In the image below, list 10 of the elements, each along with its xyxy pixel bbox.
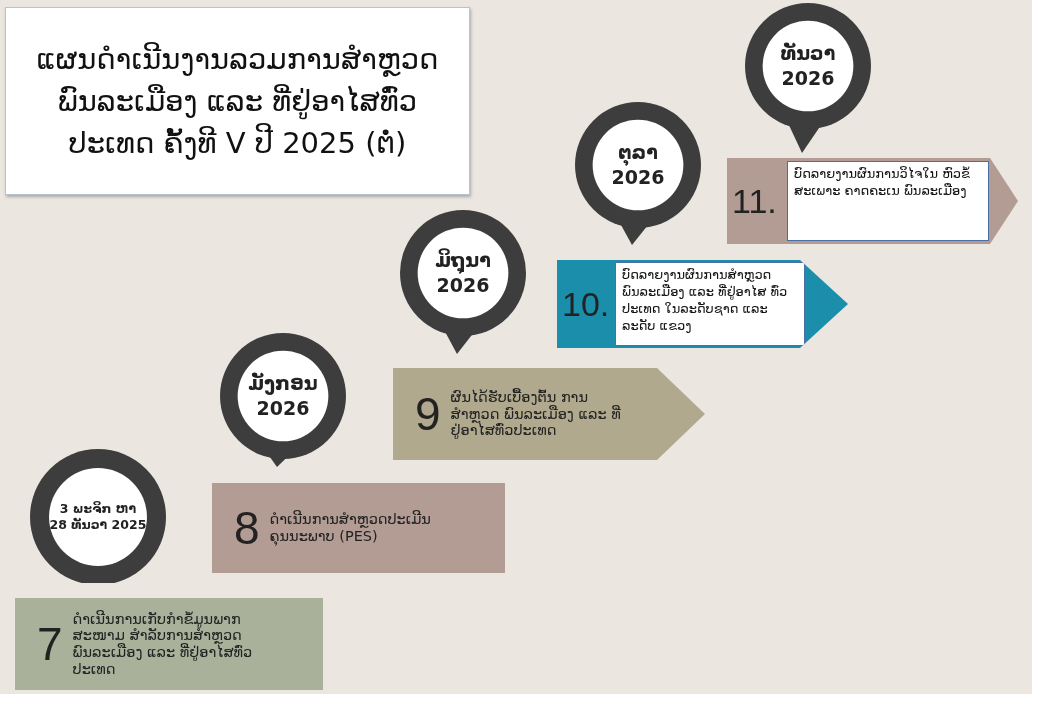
date-label: 3 ພະຈິກ ຫາ 28 ທັນວາ 2025 (49, 499, 147, 534)
step-description: ດຳເນີນການເກັບກຳຂໍ້ມູນພາກ ສະໜາມ ສຳລັບການສຳຫຼວດ ພົນລະເມືອງ ແລະ ທີ່ຢູ່ອາໄສທົ່ວ ປະເທດ (72, 610, 254, 678)
step-number: 8 (234, 505, 260, 551)
title: ແຜນດຳເນີນງານລວມການສຳຫຼວດ ພົນລະເມືອງ ແລະ ທີ່ຢູ່ອາໄສທົ່ວປະເທດ ຄັ້ງທີ V ປີ 2025 (ຕໍ່) (5, 7, 470, 195)
step-description: ດຳເນີນການສຳຫຼວດປະເມີນ ຄຸນນະພາບ (PES) (269, 511, 432, 545)
step-number: 10. (562, 287, 610, 321)
step-number: 7 (37, 621, 63, 667)
step-number: 11. (732, 184, 777, 218)
step-description: ຜົນໄດ້ຮັບເບື້ອງຕົ້ນ ການ ສຳຫຼວດ ພົນລະເມືອງ ແລະ ທີ່ຢູ່ອາໄສທົ່ວປະເທດ (450, 389, 622, 439)
step-number: 9 (415, 391, 441, 437)
